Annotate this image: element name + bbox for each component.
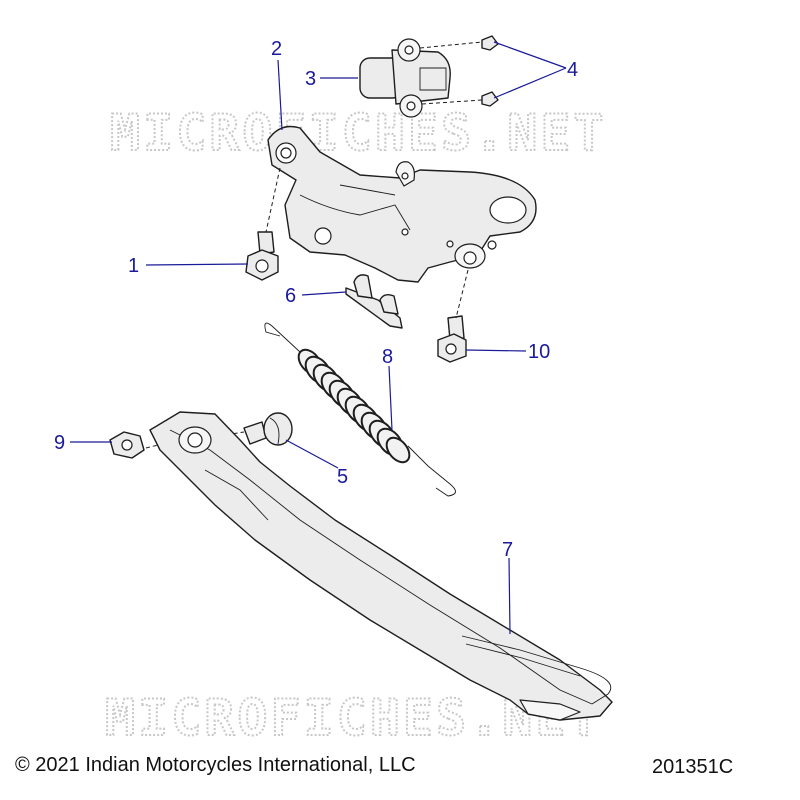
watermark-top: MICROFICHES.NET <box>110 104 607 162</box>
screws-part-4 <box>419 35 499 107</box>
leader-7 <box>508 557 511 635</box>
leader-lines <box>70 41 567 635</box>
pivot-bolt-part-5 <box>205 412 293 446</box>
bracket-part-2 <box>267 125 537 283</box>
callout-8: 8 <box>382 346 393 368</box>
copyright-text: © 2021 Indian Motorcycles International,… <box>15 754 416 776</box>
bolt-part-10 <box>437 269 469 363</box>
leader-8 <box>388 365 393 431</box>
leader-4a <box>493 41 567 69</box>
switch-part-3 <box>359 38 451 118</box>
nut-part-9 <box>109 431 187 459</box>
leader-5 <box>285 439 339 469</box>
leader-1 <box>145 263 249 266</box>
callout-1: 1 <box>128 255 139 277</box>
clip-part-6 <box>345 274 403 329</box>
bolt-part-1 <box>245 167 281 281</box>
leader-4b <box>493 67 567 99</box>
callout-3: 3 <box>305 68 316 90</box>
leader-6 <box>301 291 347 296</box>
callout-4: 4 <box>567 59 578 81</box>
callout-7: 7 <box>502 539 513 561</box>
callout-5: 5 <box>337 466 348 488</box>
leader-2 <box>277 59 283 131</box>
figure-code: 201351C <box>652 756 734 778</box>
leader-10 <box>465 349 527 352</box>
callout-9: 9 <box>54 432 65 454</box>
callout-6: 6 <box>285 285 296 307</box>
side-stand-part-7 <box>149 411 613 721</box>
callout-2: 2 <box>271 38 282 60</box>
callout-10: 10 <box>528 341 550 363</box>
spring-part-8 <box>264 322 456 497</box>
callouts: 1 2 3 4 5 6 7 8 9 10 <box>54 38 578 561</box>
